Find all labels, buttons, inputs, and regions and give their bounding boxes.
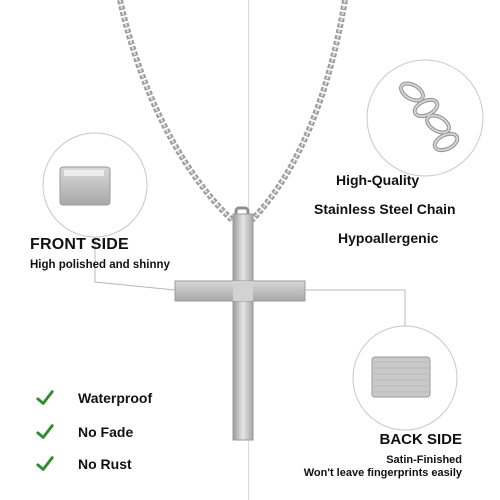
chain-zoom-circle <box>366 59 484 177</box>
badge-label: No Fade <box>78 424 134 440</box>
feature-high-quality: High-Quality <box>336 172 420 188</box>
front-side-subtitle: High polished and shinny <box>30 259 170 271</box>
back-side-subtitle-line1: Satin-Finished <box>386 454 462 466</box>
cross-pendant <box>174 213 306 441</box>
back-side-subtitle-line2: Won't leave fingerprints easily <box>303 467 462 479</box>
badge-no-rust: No Rust <box>36 455 132 473</box>
chain <box>117 0 348 226</box>
badge-waterproof: Waterproof <box>36 389 152 407</box>
front-zoom-circle <box>42 132 176 291</box>
feature-stainless-steel: Stainless Steel Chain <box>314 201 456 217</box>
checkmark-icon <box>36 424 54 439</box>
badge-label: No Rust <box>78 456 132 472</box>
badge-no-fade: No Fade <box>36 423 133 441</box>
back-side-subtitle: Satin-Finished Won't leave fingerprints … <box>304 454 462 480</box>
feature-hypoallergenic: Hypoallergenic <box>338 230 439 246</box>
front-side-title: FRONT SIDE <box>30 236 129 253</box>
back-zoom-circle <box>300 289 458 431</box>
checkmark-icon <box>36 456 54 471</box>
badge-label: Waterproof <box>78 390 153 406</box>
checkmark-icon <box>36 390 54 405</box>
back-side-title: BACK SIDE <box>379 431 462 448</box>
